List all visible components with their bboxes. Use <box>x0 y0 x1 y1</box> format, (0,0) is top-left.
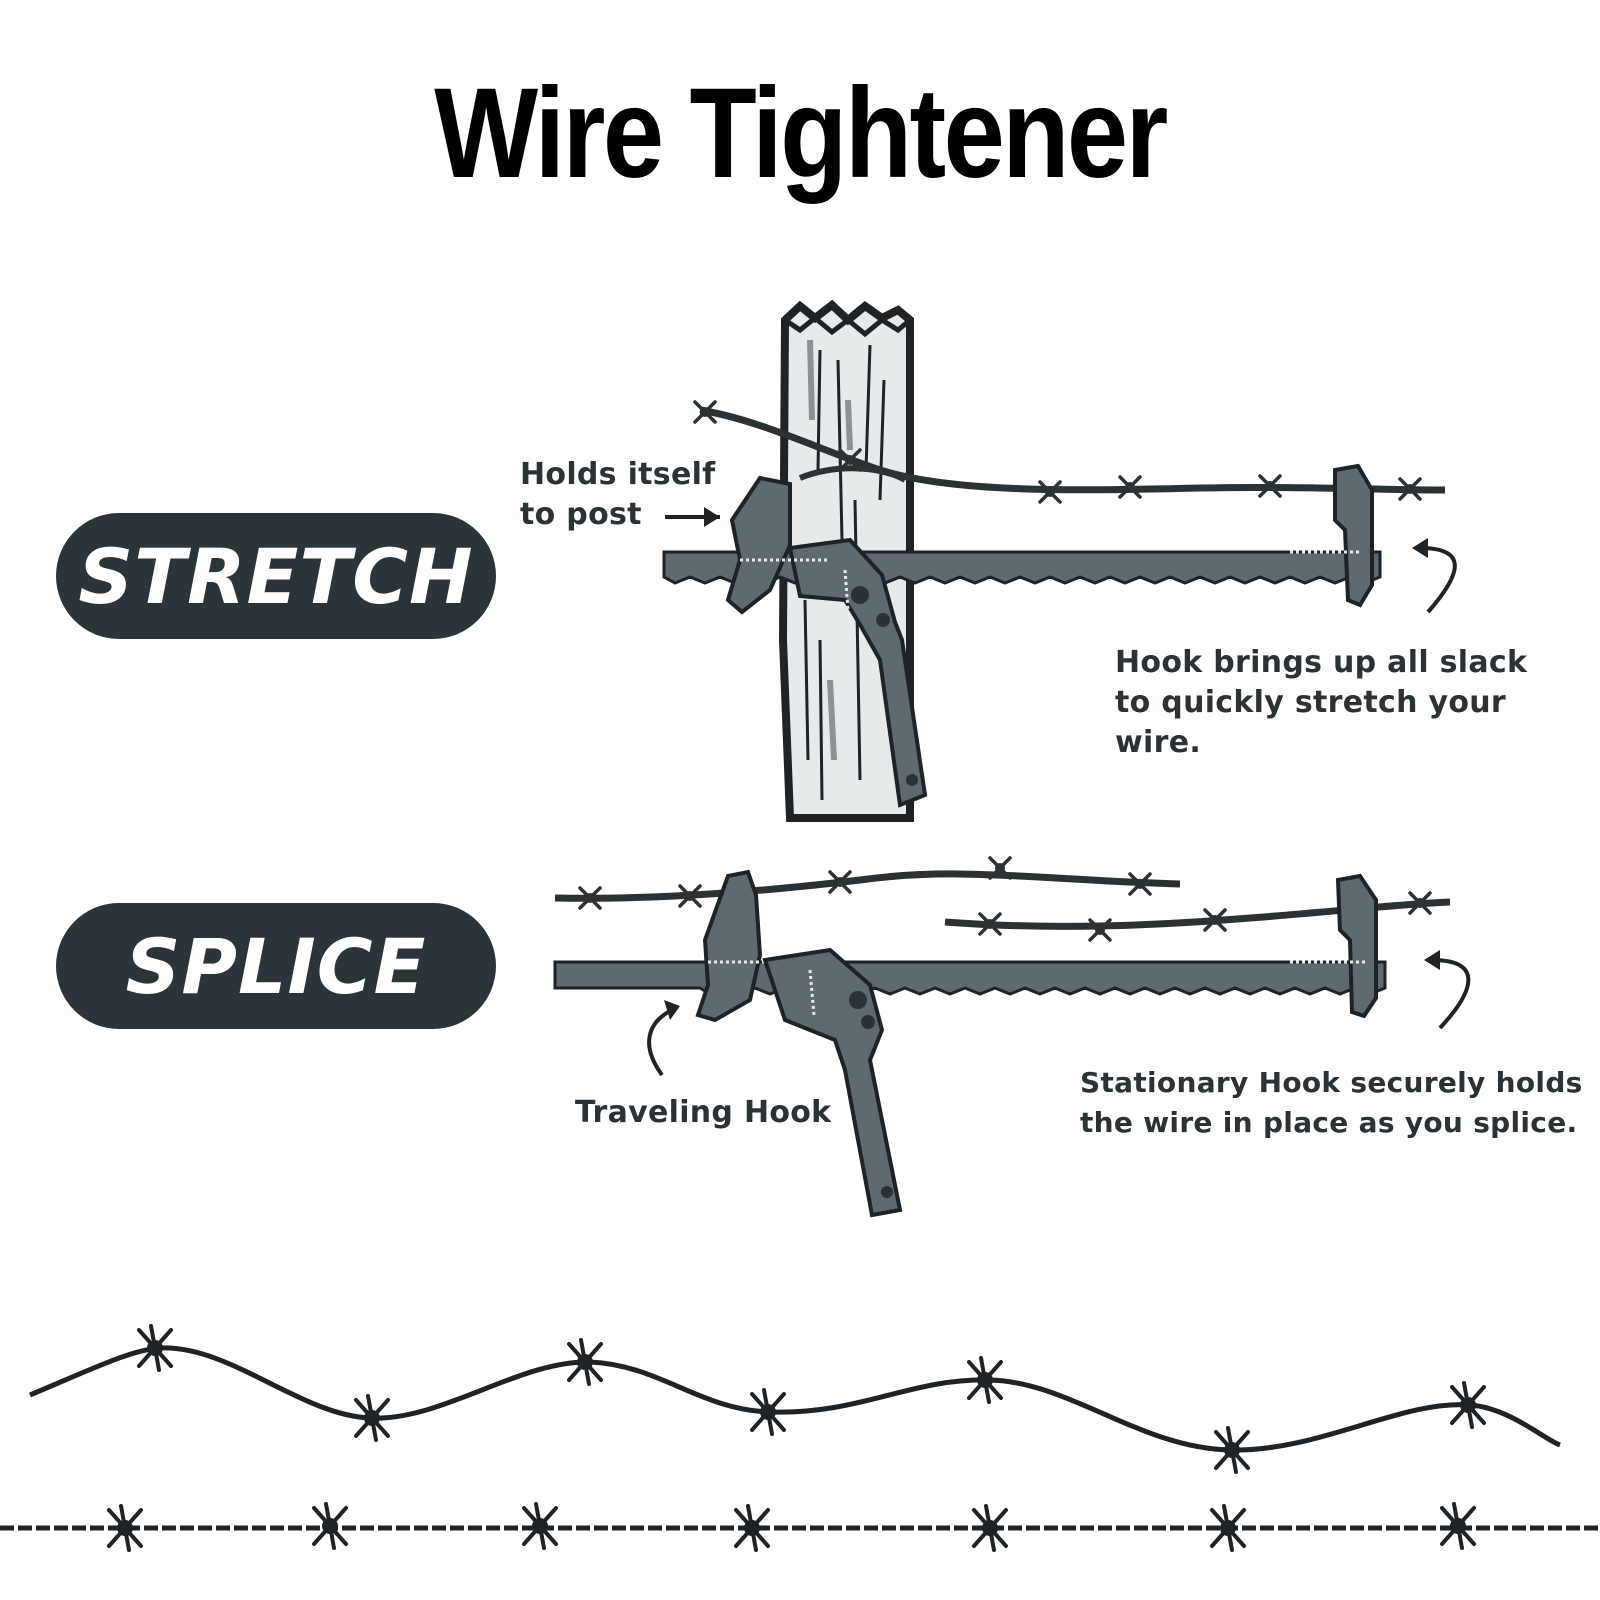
splice-badge-label: SPLICE <box>125 921 427 1011</box>
stretch-badge-label: STRETCH <box>78 531 474 621</box>
callout-holds-post-line2: to post <box>520 497 642 532</box>
arrow-stationary-hook <box>1431 958 1471 1030</box>
callout-traveling-hook-text: Traveling Hook <box>575 1095 832 1130</box>
callout-hook-slack-line1: Hook brings up all slack <box>1115 645 1528 680</box>
callout-holds-post-line1: Holds itself <box>520 457 716 492</box>
post-grip-clamp <box>725 475 792 615</box>
traveling-hook <box>695 869 763 1023</box>
callout-traveling-hook: Traveling Hook <box>575 1093 831 1133</box>
callout-stationary-hook-line1: Stationary Hook securely holds <box>1080 1066 1583 1099</box>
splice-wire-lower <box>944 898 1451 930</box>
arrow-traveling-hook <box>647 1008 673 1077</box>
splice-illustration <box>553 856 1471 1218</box>
splice-stationary-hook <box>1335 873 1378 1019</box>
callout-hook-slack: Hook brings up all slack to quickly stre… <box>1115 643 1600 763</box>
callout-holds-post: Holds itself to post <box>520 455 716 535</box>
decorative-barbed-wire-wavy <box>29 1324 1561 1474</box>
page-title: Wire Tightener <box>434 62 1168 205</box>
stretch-badge: STRETCH <box>56 513 496 639</box>
decorative-barbed-wire-straight <box>0 1502 1600 1552</box>
stretch-stationary-hook <box>1333 463 1374 608</box>
callout-stationary-hook-line2: the wire in place as you splice. <box>1080 1106 1578 1139</box>
splice-wire-upper <box>554 870 1181 902</box>
callout-hook-slack-line2: to quickly stretch your wire. <box>1115 685 1507 760</box>
callout-stationary-hook: Stationary Hook securely holds the wire … <box>1080 1063 1583 1143</box>
splice-badge: SPLICE <box>56 903 496 1029</box>
stretch-handle <box>787 537 928 808</box>
stretch-illustration <box>662 299 1457 822</box>
arrow-hook-stretch <box>1419 546 1457 614</box>
splice-ratchet-bar <box>553 960 1387 996</box>
